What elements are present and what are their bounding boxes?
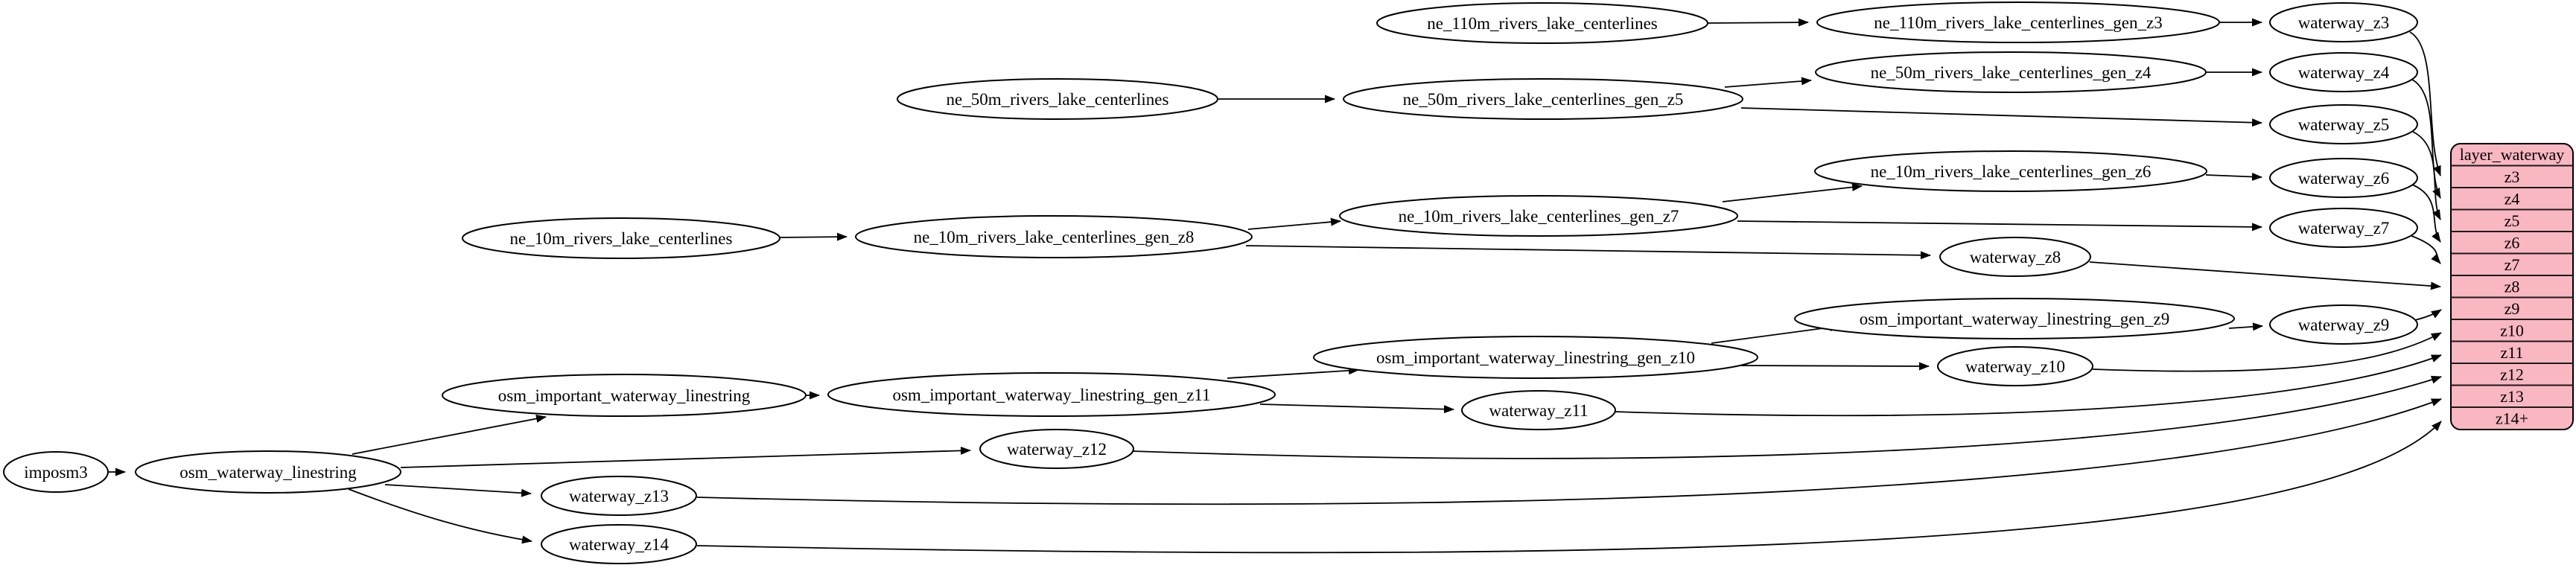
node-waterway_z8: waterway_z8 — [1939, 237, 2091, 277]
record-row-z13: z13 — [2500, 387, 2524, 406]
svg-text:waterway_z10: waterway_z10 — [1965, 357, 2065, 376]
edge-gen_z10-gen_z9 — [1711, 323, 1840, 344]
svg-text:ne_50m_rivers_lake_centerlines: ne_50m_rivers_lake_centerlines_gen_z5 — [1403, 90, 1684, 109]
node-waterway_z4: waterway_z4 — [2269, 52, 2418, 92]
edge-waterway_z9-row_z9 — [2414, 309, 2442, 321]
svg-text:waterway_z9: waterway_z9 — [2298, 316, 2390, 334]
node-ne_50m_rivers_lake_centerlines_gen_z5: ne_50m_rivers_lake_centerlines_gen_z5 — [1343, 78, 1743, 120]
edge-gen_z6-waterway_z6 — [2205, 172, 2262, 181]
record-row-z4: z4 — [2505, 190, 2520, 208]
edge-gen_z11-gen_z10 — [1227, 366, 1359, 379]
svg-text:osm_waterway_linestring: osm_waterway_linestring — [179, 463, 357, 482]
edge-osm_waterway_linestring-waterway_z13 — [384, 484, 532, 497]
svg-text:ne_10m_rivers_lake_centerlines: ne_10m_rivers_lake_centerlines — [510, 229, 733, 248]
node-waterway_z12: waterway_z12 — [979, 429, 1134, 469]
record-row-z5: z5 — [2505, 211, 2520, 230]
svg-text:waterway_z8: waterway_z8 — [1970, 248, 2061, 267]
node-osm_waterway_linestring: osm_waterway_linestring — [135, 450, 401, 494]
record-layer_waterway: layer_waterway z3 z4 z5 z6 z7 z8 z9 z10 … — [2450, 143, 2574, 430]
edge-waterway_z8-row_z8 — [2089, 261, 2441, 290]
edge-waterway_z10-row_z10 — [2092, 332, 2442, 372]
edge-gen_z8-gen_z7 — [1247, 217, 1341, 230]
svg-text:ne_50m_rivers_lake_centerlines: ne_50m_rivers_lake_centerlines_gen_z4 — [1871, 63, 2152, 82]
svg-text:ne_10m_rivers_lake_centerlines: ne_10m_rivers_lake_centerlines_gen_z6 — [1871, 162, 2152, 181]
edge-osm_waterway_linestring-waterway_z12 — [400, 446, 971, 468]
record-row-z10: z10 — [2500, 322, 2524, 340]
edge-group — [109, 18, 2442, 554]
node-ne_110m_rivers_lake_centerlines: ne_110m_rivers_lake_centerlines — [1376, 2, 1708, 44]
svg-text:waterway_z13: waterway_z13 — [569, 487, 669, 505]
node-osm_important_waterway_linestring_gen_z11: osm_important_waterway_linestring_gen_z1… — [827, 372, 1276, 417]
edge-waterway_z4-row_z4 — [2411, 79, 2441, 199]
node-osm_important_waterway_linestring: osm_important_waterway_linestring — [442, 374, 807, 417]
node-waterway_z5: waterway_z5 — [2269, 104, 2418, 144]
node-imposm3: imposm3 — [3, 451, 109, 493]
node-waterway_z13: waterway_z13 — [541, 476, 697, 516]
record-row-z7: z7 — [2505, 255, 2520, 274]
svg-text:waterway_z11: waterway_z11 — [1489, 401, 1588, 420]
node-waterway_z9: waterway_z9 — [2269, 304, 2418, 345]
record-row-z3: z3 — [2505, 167, 2520, 186]
svg-text:osm_important_waterway_linestr: osm_important_waterway_linestring_gen_z1… — [892, 386, 1210, 404]
node-waterway_z6: waterway_z6 — [2269, 158, 2418, 198]
svg-text:ne_110m_rivers_lake_centerline: ne_110m_rivers_lake_centerlines_gen_z3 — [1874, 13, 2162, 32]
node-osm_important_waterway_linestring_gen_z10: osm_important_waterway_linestring_gen_z1… — [1313, 336, 1758, 379]
node-ne_50m_rivers_lake_centerlines: ne_50m_rivers_lake_centerlines — [897, 78, 1218, 120]
record-row-z6: z6 — [2505, 234, 2520, 252]
svg-text:waterway_z14: waterway_z14 — [569, 535, 670, 554]
node-waterway_z10: waterway_z10 — [1937, 346, 2093, 386]
edge-gen_z8-waterway_z8 — [1245, 245, 1931, 260]
node-ne_10m_rivers_lake_centerlines_gen_z8: ne_10m_rivers_lake_centerlines_gen_z8 — [855, 215, 1253, 258]
record-row-z9: z9 — [2505, 299, 2520, 318]
edge-gen_z5-waterway_z5 — [1740, 107, 2262, 127]
svg-text:osm_important_waterway_linestr: osm_important_waterway_linestring_gen_z1… — [1376, 348, 1695, 367]
edge-waterway_z14-row_z14plus — [696, 421, 2442, 554]
node-waterway_z7: waterway_z7 — [2269, 208, 2418, 248]
edge-gen_z7-waterway_z7 — [1737, 220, 2262, 232]
edge-waterway_z6-row_z6 — [2411, 184, 2441, 243]
node-waterway_z11: waterway_z11 — [1461, 390, 1616, 430]
edge-osm_waterway_linestring-osm_important_waterway_linestring — [352, 415, 547, 455]
node-waterway_z14: waterway_z14 — [541, 524, 697, 564]
svg-text:waterway_z12: waterway_z12 — [1007, 440, 1107, 459]
svg-text:waterway_z7: waterway_z7 — [2298, 219, 2390, 237]
svg-text:ne_110m_rivers_lake_centerline: ne_110m_rivers_lake_centerlines — [1427, 14, 1658, 33]
svg-text:osm_important_waterway_linestr: osm_important_waterway_linestring — [498, 386, 751, 405]
edge-waterway_z3-row_z3 — [2409, 31, 2441, 176]
svg-text:waterway_z5: waterway_z5 — [2298, 115, 2390, 134]
node-ne_10m_rivers_lake_centerlines_gen_z7: ne_10m_rivers_lake_centerlines_gen_z7 — [1339, 195, 1738, 237]
node-ne_50m_rivers_lake_centerlines_gen_z4: ne_50m_rivers_lake_centerlines_gen_z4 — [1815, 51, 2207, 93]
record-title: layer_waterway — [2460, 145, 2564, 164]
svg-text:ne_10m_rivers_lake_centerlines: ne_10m_rivers_lake_centerlines_gen_z7 — [1399, 207, 1679, 226]
node-ne_10m_rivers_lake_centerlines: ne_10m_rivers_lake_centerlines — [462, 217, 780, 259]
edge-waterway_z13-row_z13 — [696, 398, 2442, 505]
svg-text:waterway_z6: waterway_z6 — [2298, 169, 2390, 188]
edge-gen_z5-gen_z4 — [1724, 77, 1812, 88]
edge-osm_waterway_linestring-waterway_z14 — [348, 488, 532, 544]
svg-text:waterway_z3: waterway_z3 — [2298, 13, 2390, 32]
record-row-z14plus: z14+ — [2496, 409, 2528, 428]
svg-text:imposm3: imposm3 — [24, 463, 88, 482]
edge-waterway_z7-row_z7 — [2407, 234, 2441, 264]
edge-ne_110m-gen_z3 — [1707, 18, 1809, 27]
svg-text:ne_50m_rivers_lake_centerlines: ne_50m_rivers_lake_centerlines — [947, 90, 1169, 109]
edge-gen_z11-waterway_z11 — [1259, 403, 1454, 414]
node-osm_important_waterway_linestring_gen_z9: osm_important_waterway_linestring_gen_z9 — [1794, 298, 2235, 339]
svg-text:osm_important_waterway_linestr: osm_important_waterway_linestring_gen_z9 — [1860, 310, 2169, 328]
record-row-z8: z8 — [2505, 278, 2520, 296]
record-row-z12: z12 — [2500, 366, 2524, 384]
edge-gen_z7-gen_z6 — [1722, 182, 1863, 202]
node-ne_110m_rivers_lake_centerlines_gen_z3: ne_110m_rivers_lake_centerlines_gen_z3 — [1816, 1, 2220, 43]
node-ne_10m_rivers_lake_centerlines_gen_z6: ne_10m_rivers_lake_centerlines_gen_z6 — [1814, 150, 2207, 192]
record-row-z11: z11 — [2501, 343, 2524, 362]
edge-waterway_z11-row_z11 — [1614, 354, 2442, 417]
edge-waterway_z12-row_z12 — [1132, 375, 2442, 459]
edge-gen_z9-waterway_z9 — [2228, 322, 2263, 331]
node-waterway_z3: waterway_z3 — [2269, 2, 2418, 42]
svg-text:ne_10m_rivers_lake_centerlines: ne_10m_rivers_lake_centerlines_gen_z8 — [914, 228, 1195, 246]
edge-waterway_z5-row_z5 — [2412, 131, 2441, 220]
svg-text:waterway_z4: waterway_z4 — [2298, 63, 2390, 82]
